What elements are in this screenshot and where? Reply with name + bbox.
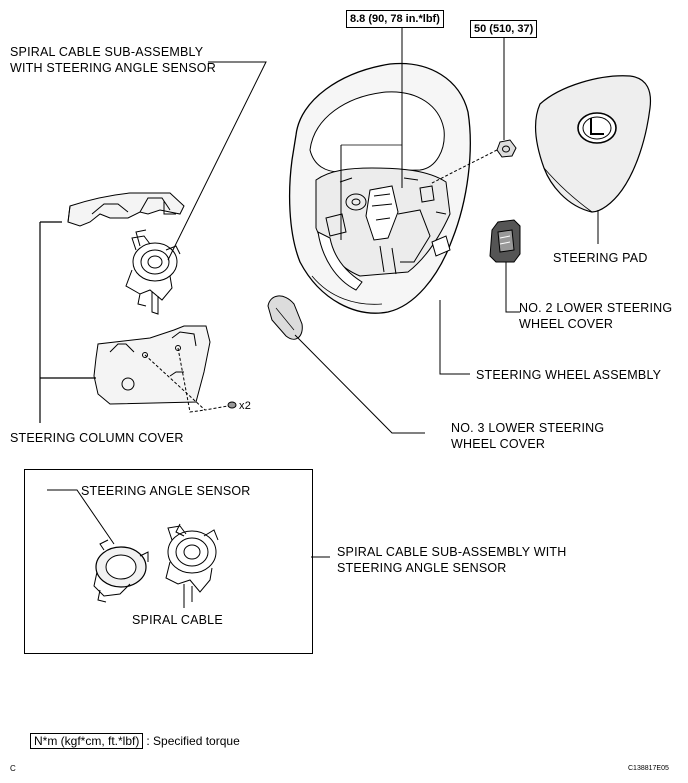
no3-lower-cover-part xyxy=(267,295,303,340)
inset-box xyxy=(24,469,313,654)
upper-column-cover-part xyxy=(67,192,185,227)
label-steering-pad: STEERING PAD xyxy=(553,251,648,265)
pad-bolt-part xyxy=(496,139,517,158)
legend: N*m (kgf*cm, ft.*lbf): Specified torque xyxy=(30,733,240,749)
label-no2-lower-cover: NO. 2 LOWER STEERING WHEEL COVER xyxy=(519,301,673,331)
no2-lower-cover-part xyxy=(489,219,521,263)
footer-left-code: C xyxy=(10,764,16,773)
label-spiral-cable-right: SPIRAL CABLE SUB-ASSEMBLY WITH STEERING … xyxy=(337,545,567,575)
label-steering-wheel-assembly: STEERING WHEEL ASSEMBLY xyxy=(476,368,662,382)
steering-wheel-part xyxy=(288,62,471,314)
spiral-cable-left-part xyxy=(125,229,181,315)
screw-part xyxy=(227,401,237,409)
torque-pad-bolt: 50 (510, 37) xyxy=(470,20,538,38)
steering-angle-sensor-part xyxy=(93,539,149,603)
footer-right-code: C138817E05 xyxy=(628,765,669,772)
label-screw-count: x2 xyxy=(239,400,252,412)
label-steering-angle-sensor: STEERING ANGLE SENSOR xyxy=(81,484,251,498)
legend-description: : Specified torque xyxy=(146,734,240,748)
legend-torque-box: N*m (kgf*cm, ft.*lbf) xyxy=(30,733,144,749)
label-spiral-cable-top: SPIRAL CABLE SUB-ASSEMBLY WITH STEERING … xyxy=(10,45,216,75)
torque-wheel-nut: 8.8 (90, 78 in.*lbf) xyxy=(346,10,444,28)
label-spiral-cable: SPIRAL CABLE xyxy=(132,613,223,627)
label-no3-lower-cover: NO. 3 LOWER STEERING WHEEL COVER xyxy=(451,421,605,451)
lower-column-cover-part xyxy=(93,325,211,405)
steering-pad-part xyxy=(535,75,652,213)
label-steering-column-cover: STEERING COLUMN COVER xyxy=(10,431,184,445)
